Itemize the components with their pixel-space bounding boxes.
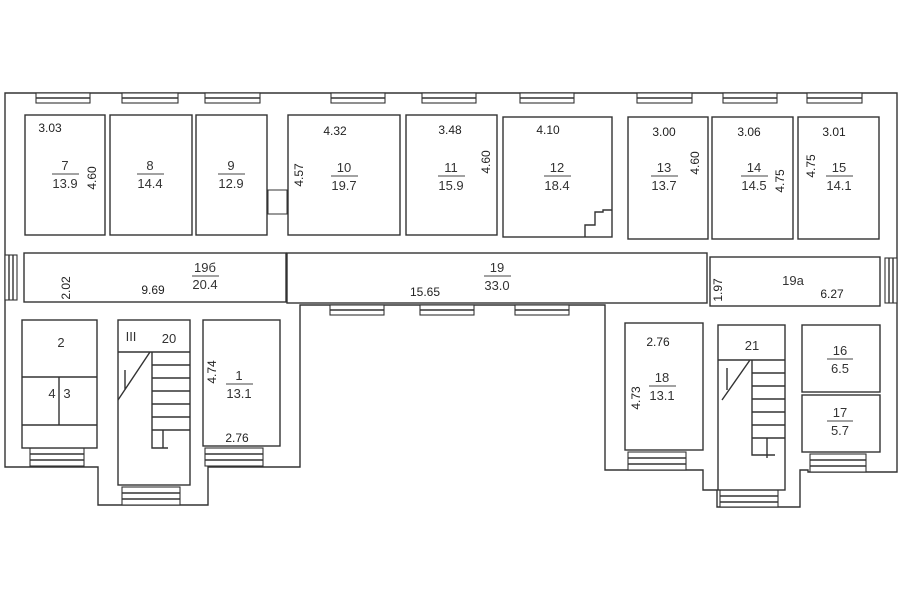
- room-1-length: 4.74: [205, 360, 219, 384]
- room-15-number: 15: [832, 160, 846, 175]
- room-1: [202, 319, 281, 447]
- room-12: [502, 116, 613, 238]
- corridor-19b-area: 20.4: [192, 277, 217, 292]
- room-12-number: 12: [550, 160, 564, 175]
- room-8-number: 8: [146, 158, 153, 173]
- room-16-area: 6.5: [831, 361, 849, 376]
- room-16-number: 16: [833, 343, 847, 358]
- room-15-area: 14.1: [826, 178, 851, 193]
- room-13-width: 3.00: [652, 125, 676, 139]
- corridor-19b: [23, 252, 287, 303]
- hatched-column: [267, 189, 288, 215]
- room-7-length: 4.60: [85, 166, 99, 190]
- corridor-19a-number: 19а: [782, 273, 804, 288]
- room-9-area: 12.9: [218, 176, 243, 191]
- room-11-length: 4.60: [479, 150, 493, 174]
- room-14-width: 3.06: [737, 125, 761, 139]
- room-10: [287, 114, 401, 236]
- corridor-19a: [709, 256, 881, 307]
- room-14-number: 14: [747, 160, 761, 175]
- room-labels: 3.03 7 13.9 4.60 8 14.4 9 12.9 4.32 4.57…: [38, 121, 853, 445]
- room-10-width: 4.32: [323, 124, 347, 138]
- stair-21-number: 21: [745, 338, 759, 353]
- room-17-area: 5.7: [831, 423, 849, 438]
- room-17-number: 17: [833, 405, 847, 420]
- room-9-number: 9: [227, 158, 234, 173]
- room-3-number: 3: [63, 386, 70, 401]
- room-14: [711, 116, 794, 240]
- room-7-number: 7: [61, 158, 68, 173]
- corridor-19b-length: 9.69: [141, 283, 165, 297]
- room-7: [24, 114, 106, 236]
- room-1-area: 13.1: [226, 386, 251, 401]
- room-14-area: 14.5: [741, 178, 766, 193]
- room-11: [405, 114, 498, 236]
- room-15: [797, 116, 880, 240]
- room-13-area: 13.7: [651, 178, 676, 193]
- room-18-area: 13.1: [649, 388, 674, 403]
- corridor-19-length: 15.65: [410, 285, 440, 299]
- room-2-number: 2: [57, 335, 64, 350]
- room-17: [801, 394, 881, 453]
- corridor-19a-width: 1.97: [711, 278, 725, 302]
- room-8: [109, 114, 193, 236]
- room-14-length: 4.75: [773, 169, 787, 193]
- room-18-number: 18: [655, 370, 669, 385]
- room-13: [627, 116, 709, 240]
- stairs-20-flights: [117, 351, 190, 449]
- room-12-area: 18.4: [544, 178, 569, 193]
- room-7-width: 3.03: [38, 121, 62, 135]
- corridor-19b-width: 2.02: [59, 276, 73, 300]
- room-10-number: 10: [337, 160, 351, 175]
- room-1-number: 1: [235, 368, 242, 383]
- stair-20-number: 20: [162, 331, 176, 346]
- windows: [4, 92, 898, 508]
- room-8-area: 14.4: [137, 176, 162, 191]
- room-4-number: 4: [48, 386, 55, 401]
- room-11-width: 3.48: [438, 123, 462, 137]
- room-15-width: 3.01: [822, 125, 846, 139]
- room-1-width: 2.76: [225, 431, 249, 445]
- corridor-19-number: 19: [490, 260, 504, 275]
- room-18-length: 4.73: [629, 386, 643, 410]
- room-15-length: 4.75: [804, 154, 818, 178]
- room-10-length: 4.57: [292, 163, 306, 187]
- stairs-21-flights: [718, 359, 785, 458]
- room-18-width: 2.76: [646, 335, 670, 349]
- corridor-19-area: 33.0: [484, 278, 509, 293]
- corridor-19b-number: 19б: [194, 260, 216, 275]
- room-13-number: 13: [657, 160, 671, 175]
- room-11-area: 15.9: [438, 178, 463, 193]
- room-13-length: 4.60: [688, 151, 702, 175]
- room-12-width: 4.10: [536, 123, 560, 137]
- room-11-number: 11: [444, 160, 458, 175]
- corridor-19: [286, 252, 708, 304]
- room-9: [195, 114, 268, 236]
- stair-20: [117, 319, 191, 486]
- room-7-area: 13.9: [52, 176, 77, 191]
- room-12-steps: [584, 209, 612, 237]
- corridor-19a-length: 6.27: [820, 287, 844, 301]
- wc-partitions: [22, 376, 97, 426]
- room-10-area: 19.7: [331, 178, 356, 193]
- stair-20-roman: III: [126, 329, 137, 344]
